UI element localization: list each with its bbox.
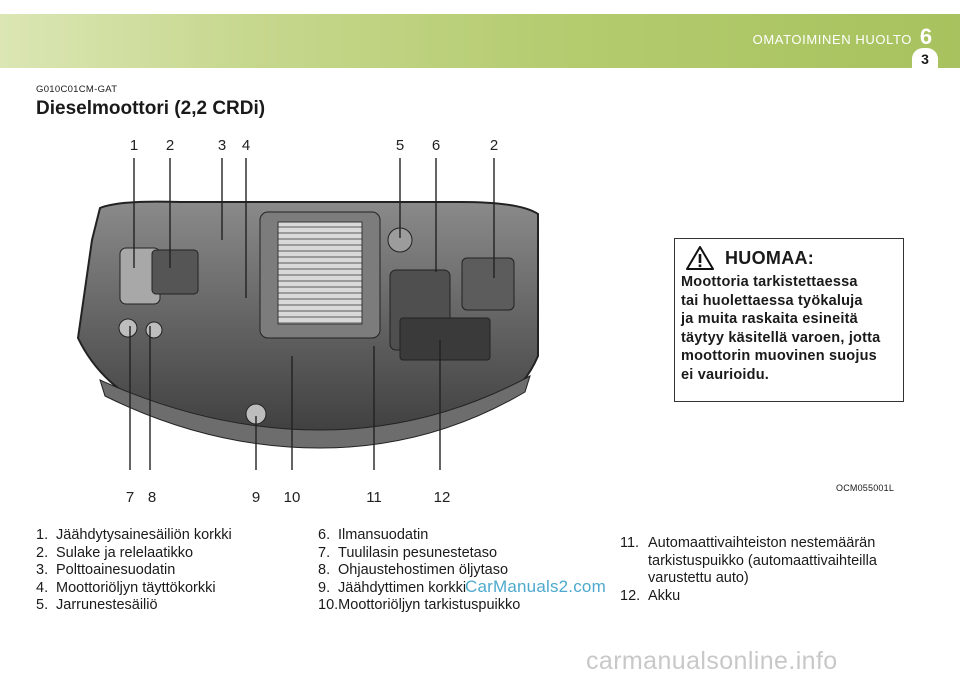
callout-9: 9: [252, 489, 260, 506]
figure-code: OCM055001L: [836, 483, 895, 493]
intercooler-top: [277, 221, 363, 325]
chapter-number: 6: [919, 24, 933, 49]
notice-line: ja muita raskaita esineitä: [681, 311, 858, 327]
legend-item: 6.Ilmansuodatin: [318, 527, 429, 543]
legend-column-1: 1.Jäähdytysainesäiliön korkki 2.Sulake j…: [36, 527, 232, 615]
notice-line: ei vaurioidu.: [681, 366, 770, 383]
notice-box: HUOMAA: Moottoria tarkistettaessa tai hu…: [674, 238, 904, 402]
notice-title: HUOMAA:: [725, 247, 815, 268]
front-bumper: [99, 374, 531, 449]
bottom-callouts: 7 8 9 10 11 12: [126, 489, 451, 506]
notice-line: täytyy käsitellä varoen, jotta: [681, 329, 881, 346]
page-title: Dieselmoottori (2,2 CRDi): [36, 98, 266, 119]
warning-triangle-icon: [686, 246, 714, 270]
callout-12: 12: [434, 489, 451, 506]
steering-reservoir: [145, 321, 163, 339]
legend-item: 8.Ohjaustehostimen öljytaso: [318, 562, 509, 578]
watermark-footer: carmanualsonline.info: [586, 647, 838, 675]
legend-column-2: 6.Ilmansuodatin 7.Tuulilasin pesunesteta…: [318, 527, 520, 615]
legend-item: 9.Jäähdyttimen korkki: [318, 579, 467, 596]
notice-line: moottorin muovinen suojus: [681, 348, 877, 364]
fuse-box-right: [461, 257, 515, 311]
legend-column-3: 11. Automaattivaihteiston nestemäärän ta…: [620, 535, 920, 605]
bottom-leader-lines: [129, 326, 441, 470]
section-title: OMATOIMINEN HUOLTO: [752, 32, 912, 47]
legend-item: 4.Moottoriöljyn täyttökorkki: [36, 579, 216, 596]
callout-1: 1: [130, 137, 138, 154]
header-band: OMATOIMINEN HUOLTO 6: [0, 14, 960, 68]
callout-7: 7: [126, 489, 134, 506]
callout-10: 10: [284, 489, 301, 506]
callout-5: 5: [396, 137, 404, 154]
callout-2: 2: [166, 137, 174, 154]
callout-3: 3: [218, 137, 226, 154]
watermark-overlay: CarManuals2.com: [465, 577, 606, 596]
notice-header: HUOMAA:: [681, 245, 897, 271]
top-leader-lines: [133, 158, 495, 298]
document-code: G010C01CM-GAT: [36, 84, 118, 95]
notice-line: tai huolettaessa työkaluja: [681, 292, 863, 309]
fuse-box-left: [151, 249, 199, 295]
callout-8: 8: [148, 489, 156, 506]
legend-item: 5.Jarrunestesäiliö: [36, 597, 158, 613]
callout-11: 11: [366, 489, 382, 506]
page-number: 3: [912, 48, 938, 70]
notice-text: Moottoria tarkistettaessa tai huolettaes…: [681, 273, 897, 384]
notice-line: Moottoria tarkistettaessa: [681, 274, 858, 290]
legend-item: 2.Sulake ja relelaatikko: [36, 544, 194, 561]
legend-item: 12.Akku: [620, 587, 681, 604]
legend-item: 1.Jäähdytysainesäiliön korkki: [36, 527, 232, 543]
battery: [399, 317, 491, 361]
callout-6: 6: [432, 137, 440, 154]
top-callouts: 1 2 3 4 5 6 2: [130, 137, 498, 154]
callout-2b: 2: [490, 137, 498, 154]
legend-item: 10.Moottoriöljyn tarkistuspuikko: [318, 597, 521, 613]
washer-cap: [118, 318, 138, 338]
legend-item: 7.Tuulilasin pesunestetaso: [318, 544, 498, 561]
legend-item: 3.Polttoainesuodatin: [36, 562, 176, 578]
engine-bay-illustration: 1 2 3 4 5 6 2 7 8 9 10 11 12: [76, 137, 539, 506]
callout-4: 4: [242, 137, 250, 154]
legend-item: 11. Automaattivaihteiston nestemäärän ta…: [620, 535, 877, 586]
